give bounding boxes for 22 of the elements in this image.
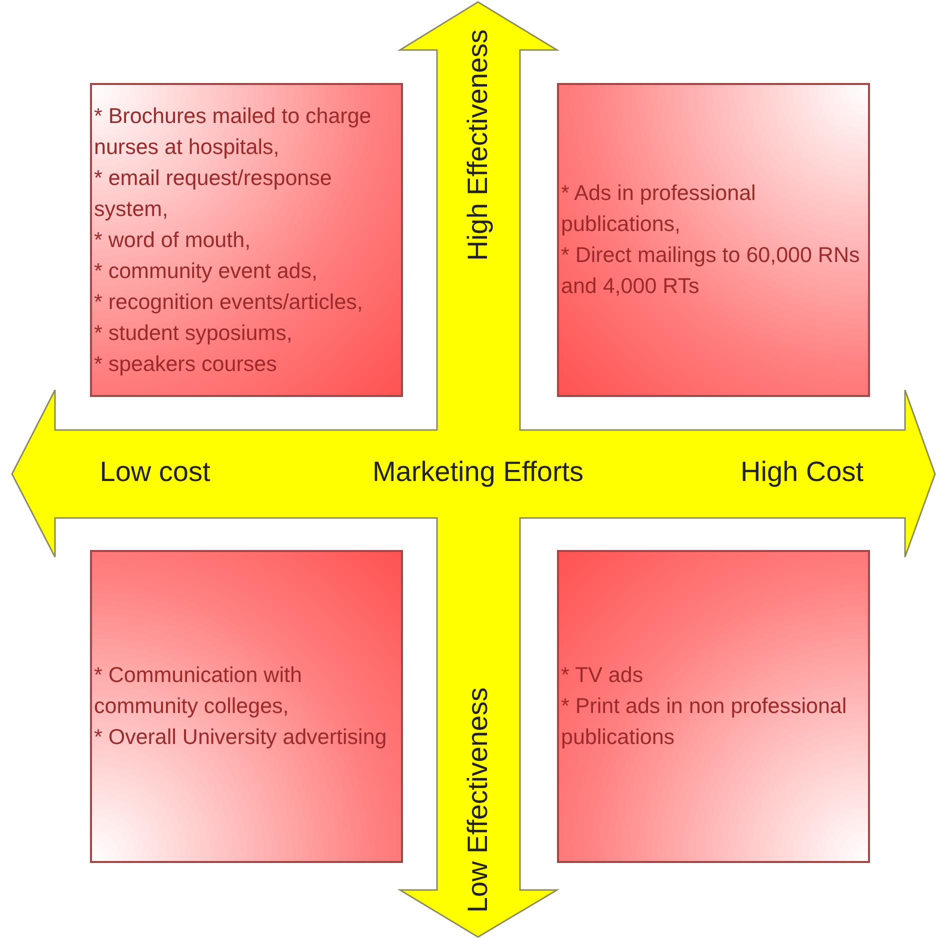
bullet-text: * TV ads — [561, 662, 644, 689]
bullet-text: * speakers courses — [94, 350, 278, 378]
bullet-text: * Brochures mailed to charge nurses at hospitals, — [94, 102, 372, 160]
quadrant-box — [90, 83, 403, 397]
bullet-text: * word of mouth, — [94, 226, 252, 254]
bullet-text: * Print ads in non professional publications — [561, 693, 848, 751]
bullet-text: * Overall University advertising — [94, 724, 388, 751]
bullet-text: * Direct mailings to 60,000 RNs and 4,000 RTs — [561, 242, 861, 300]
bullet-text: * community event ads, — [94, 258, 318, 284]
vertical-axis-label: Low Effectiveness — [462, 687, 494, 913]
horizontal-axis-label: Low cost — [100, 456, 210, 488]
vertical-axis-label: High Effectiveness — [462, 29, 494, 261]
quadrant-box — [557, 83, 870, 397]
bullet-text: * Communication with community colleges, — [94, 662, 303, 720]
horizontal-axis-label: Marketing Efforts — [372, 456, 584, 488]
quadrant-box — [557, 550, 870, 863]
bullet-text: * recognition events/articles, — [94, 288, 364, 316]
horizontal-axis-label: High Cost — [740, 456, 864, 488]
bullet-text: * email request/response system, — [94, 164, 333, 222]
bullet-text: * Ads in professional publications, — [561, 180, 757, 238]
bullet-text: * student syposiums, — [94, 320, 294, 346]
quadrant-box — [90, 550, 403, 863]
